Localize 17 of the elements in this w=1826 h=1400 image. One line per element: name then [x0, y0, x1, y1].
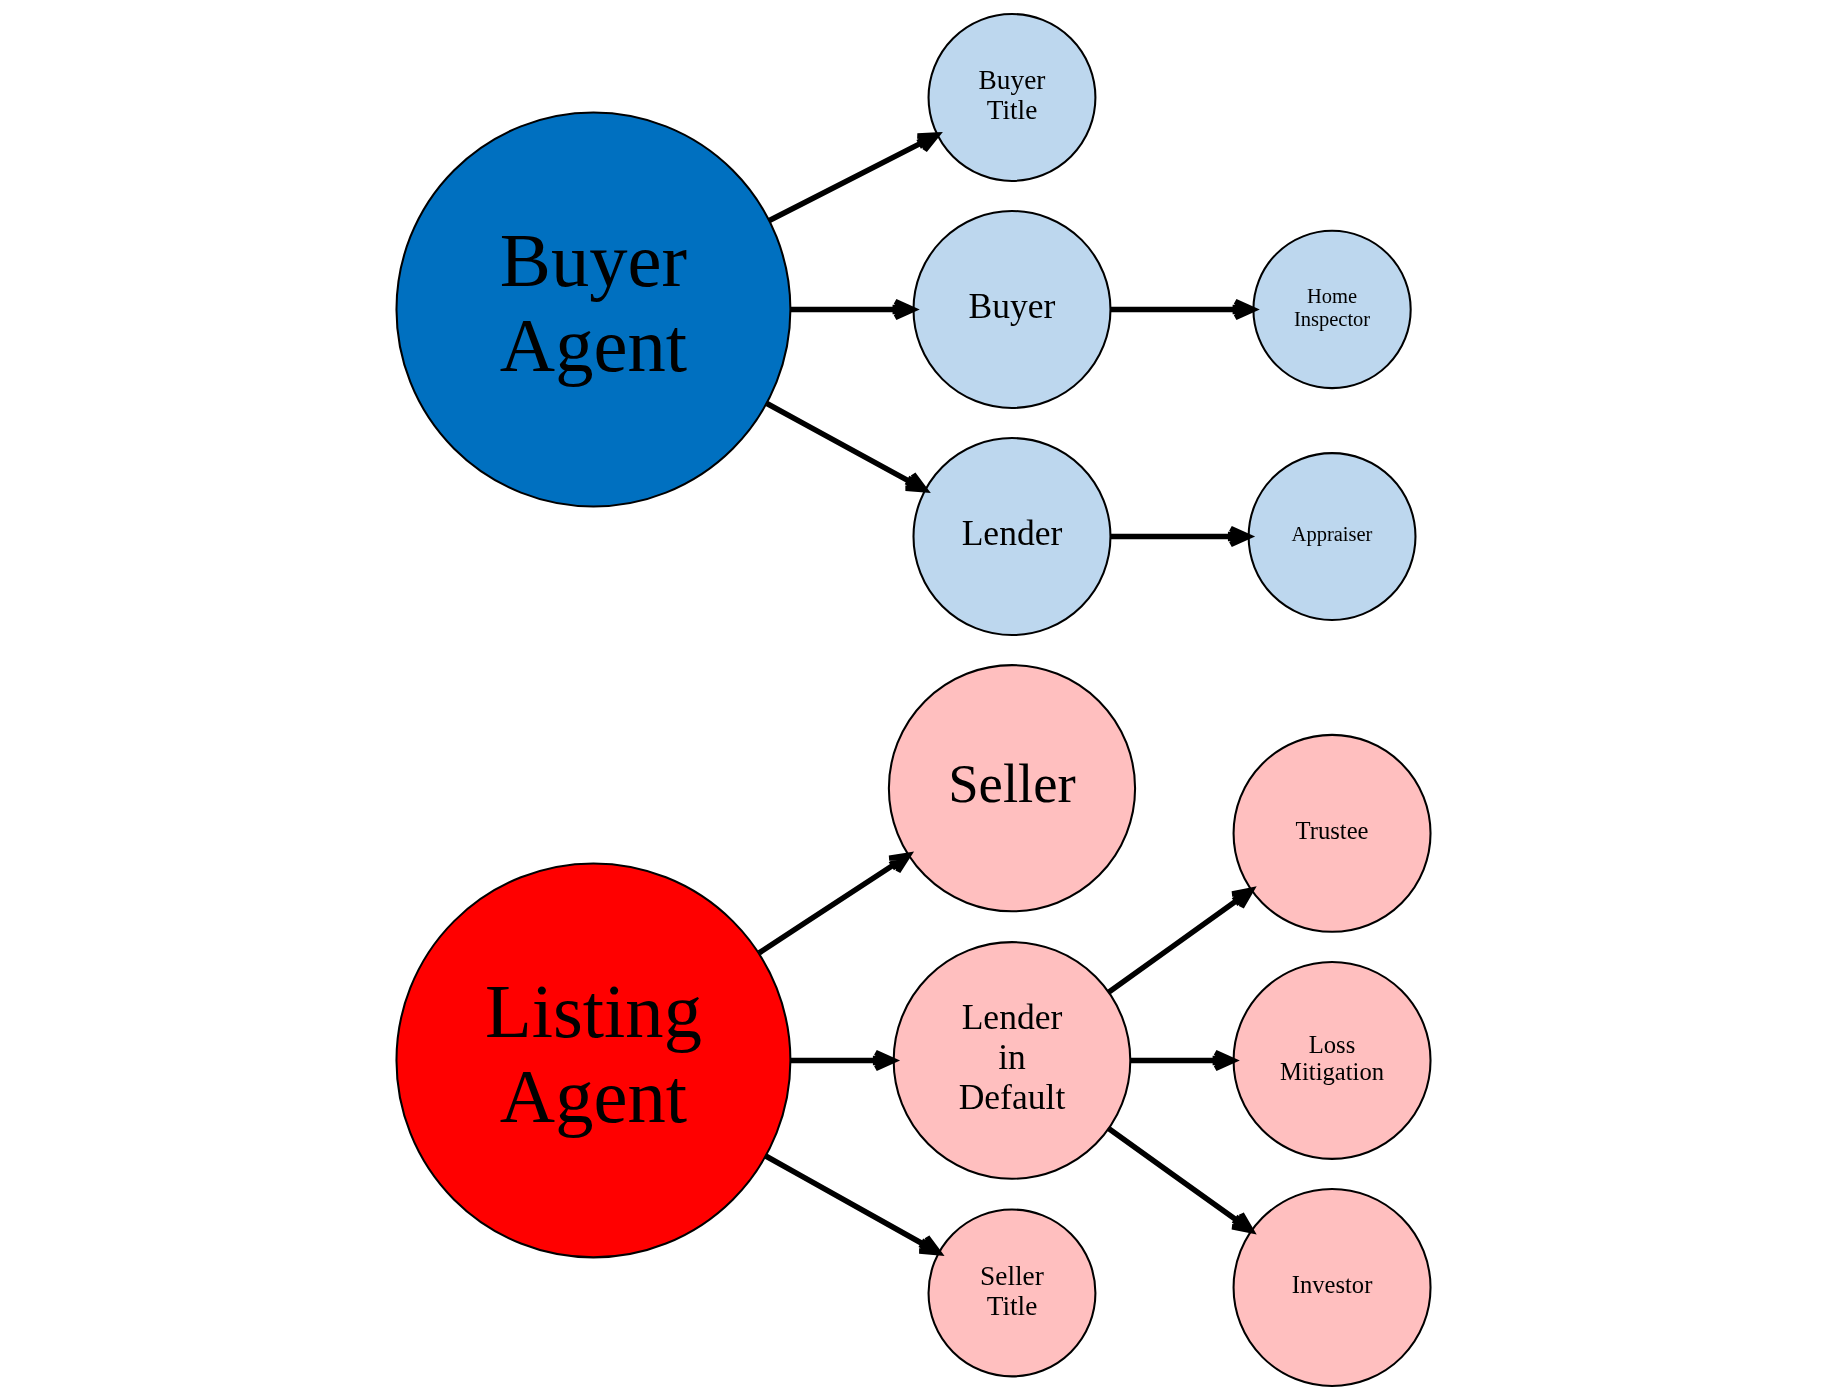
arrow: [767, 132, 940, 223]
node-circle: Listing Agent: [394, 862, 791, 1259]
node-circle: Investor: [1232, 1187, 1432, 1387]
arrow: [765, 401, 928, 493]
arrow: [1106, 1126, 1254, 1234]
node-circle: Buyer Agent: [394, 111, 791, 508]
node-circle: Buyer: [911, 210, 1111, 409]
arrow: [1106, 887, 1254, 995]
node-circle: Appraiser: [1247, 452, 1416, 621]
arrow: [757, 852, 911, 956]
node-circle: Lender: [911, 437, 1111, 637]
node-circle: Trustee: [1232, 733, 1432, 933]
node-circle: Seller Title: [927, 1208, 1096, 1378]
node-circle: Home Inspector: [1251, 229, 1412, 390]
node-circle: Loss Mitigation: [1232, 960, 1432, 1160]
node-circle: Lender in Default: [892, 941, 1131, 1180]
node-circle: Buyer Title: [927, 13, 1096, 182]
